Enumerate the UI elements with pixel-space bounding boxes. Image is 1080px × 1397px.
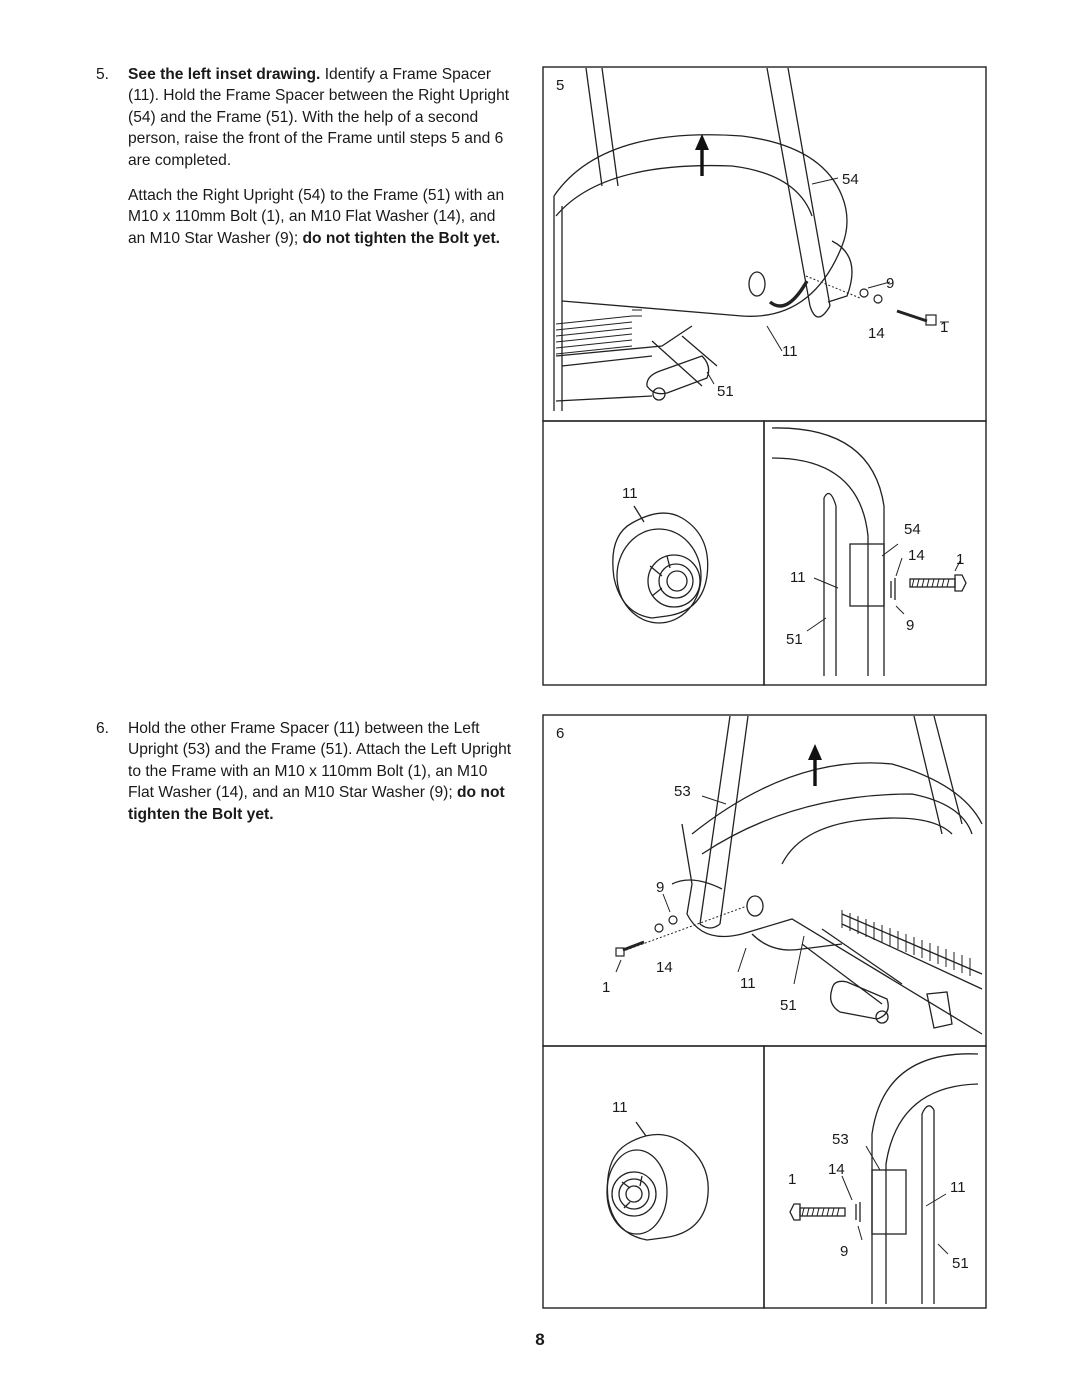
callout-bolt: 1 [940, 319, 948, 336]
step-text: Attach the Right Upright (54) to the Fra… [128, 187, 505, 247]
main-leader-lines [706, 177, 949, 385]
spacer-arrow [768, 280, 809, 308]
left-upright [585, 67, 619, 187]
callout-star-washer: 9 [886, 275, 894, 292]
step-emphasis: do not tighten the Bolt yet. [302, 229, 500, 247]
callout-spacer: 11 [612, 1099, 628, 1116]
lift-arrow-head [695, 134, 709, 150]
right-inset-frame [763, 420, 987, 686]
flat-washer [654, 923, 664, 933]
threads [911, 578, 950, 588]
bolt-path-line [805, 275, 861, 299]
treadmill-illustration [553, 67, 853, 411]
hardware [615, 915, 678, 957]
callout-flat-washer: 14 [656, 959, 673, 976]
bolt-path-line [625, 905, 748, 951]
figure-step-5: 5 54 9 14 1 11 5 [542, 66, 987, 686]
bolt [622, 940, 645, 952]
callout-frame: 51 [780, 997, 797, 1014]
callout-upright: 54 [904, 521, 921, 538]
bolt [896, 309, 928, 323]
step-5-instructions: 5. See the left inset drawing. Identify … [96, 64, 516, 263]
lift-arrow-head [808, 744, 822, 760]
step-emphasis: See the left inset drawing. [128, 66, 321, 83]
flat-washer [873, 294, 883, 304]
left-upright [699, 715, 749, 925]
figure-step-6: 6 53 9 14 1 11 51 [542, 714, 987, 1309]
callout-flat-washer: 14 [868, 325, 885, 342]
side-view-drawing [789, 1053, 979, 1304]
callout-bolt: 1 [788, 1171, 796, 1188]
right-upright [913, 715, 963, 835]
callout-upright: 54 [842, 171, 859, 188]
callout-frame: 51 [786, 631, 803, 648]
step-text: Hold the other Frame Spacer (11) between… [128, 720, 512, 802]
walking-belt-grip [555, 309, 642, 355]
front-roller [829, 980, 889, 1020]
side-view-drawing [771, 427, 967, 676]
figure-step-label: 6 [556, 725, 564, 742]
page-number: 8 [535, 1330, 545, 1349]
star-washer [668, 915, 678, 925]
callout-flat-washer: 14 [908, 547, 925, 564]
step-number: 5. [96, 66, 110, 83]
step-paragraph: Hold the other Frame Spacer (11) between… [128, 718, 516, 825]
callout-spacer: 11 [790, 569, 806, 586]
inset-leader-lines [806, 543, 961, 632]
callout-bolt: 1 [602, 979, 610, 996]
treadmill-illustration [671, 715, 983, 1035]
figure-step-label: 5 [556, 77, 564, 94]
step-emphasis: do not tighten the Bolt yet. [128, 784, 505, 823]
step-paragraph: Attach the Right Upright (54) to the Fra… [128, 185, 516, 249]
step-6-instructions: 6. Hold the other Frame Spacer (11) betw… [96, 718, 516, 839]
callout-spacer: 11 [740, 975, 756, 992]
walking-belt-grip [841, 910, 971, 976]
right-inset-frame [763, 1045, 987, 1309]
main-leader-lines [615, 795, 805, 985]
foot-pad [926, 991, 953, 1029]
callout-spacer: 11 [622, 485, 638, 502]
callout-upright: 53 [832, 1131, 849, 1148]
callout-star-washer: 9 [840, 1243, 848, 1260]
callout-flat-washer: 14 [828, 1161, 845, 1178]
callout-frame: 51 [717, 383, 734, 400]
spacer-part-drawing [612, 505, 709, 624]
bolt-head [925, 314, 937, 326]
hardware [859, 288, 937, 326]
threads [801, 1207, 840, 1217]
step-text: Identify a Frame Spacer (11). Hold the F… [128, 66, 510, 169]
callout-star-washer: 9 [906, 617, 914, 634]
callout-bolt: 1 [956, 551, 964, 568]
star-washer [859, 288, 869, 298]
callout-spacer: 11 [782, 343, 798, 360]
front-roller [646, 355, 710, 395]
callout-spacer: 11 [950, 1179, 966, 1196]
callout-star-washer: 9 [656, 879, 664, 896]
step-paragraph: See the left inset drawing. Identify a F… [128, 64, 516, 171]
bolt-head [615, 947, 625, 957]
left-inset-frame [542, 420, 765, 686]
right-upright [766, 67, 831, 307]
inset-leader-lines [841, 1145, 949, 1255]
step-number: 6. [96, 720, 110, 737]
callout-frame: 51 [952, 1255, 969, 1272]
spacer-part-drawing [606, 1121, 709, 1241]
left-inset-frame [542, 1045, 765, 1309]
callout-upright: 53 [674, 783, 691, 800]
